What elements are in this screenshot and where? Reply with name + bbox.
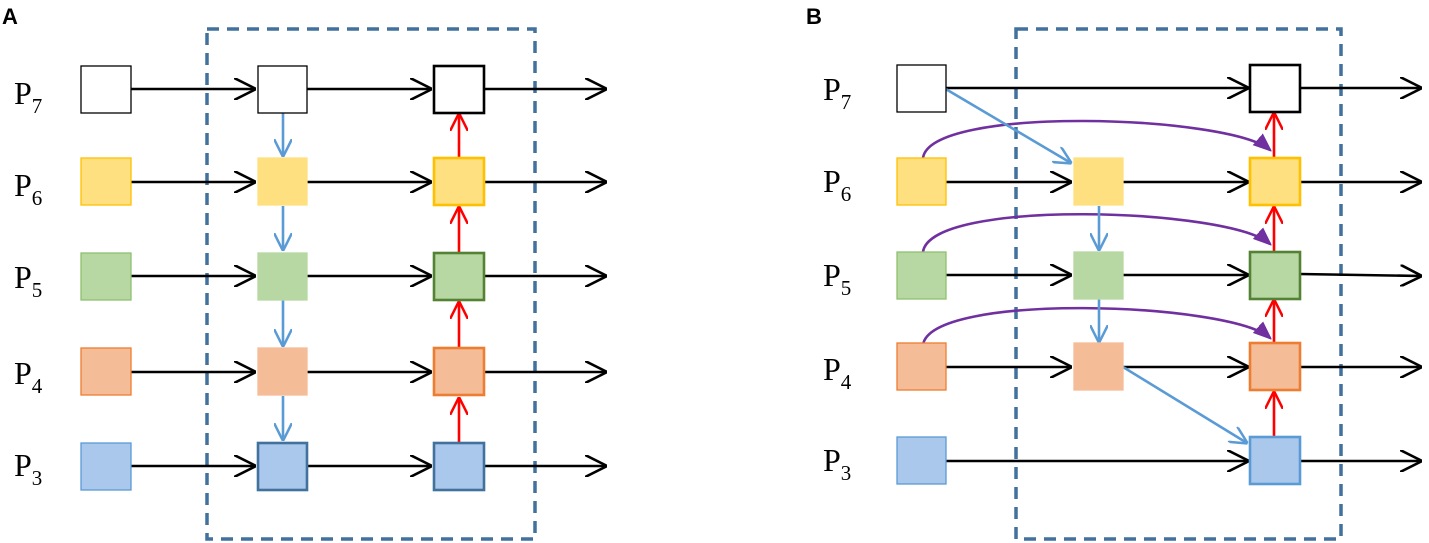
- panel-b-edge-p5-output: [1299, 274, 1421, 276]
- panel-a-node-p5-input: [80, 252, 132, 301]
- panel-b-skip-p6: [921, 119, 1270, 159]
- panel-b-node-p5-topdown: [1073, 251, 1124, 300]
- panel-b-node-p6-input: [896, 157, 947, 206]
- panel-a-lateral-edges: [131, 89, 606, 466]
- panel-b-node-p5-input: [896, 251, 947, 300]
- panel-a-row-label-p7: P7: [14, 75, 42, 118]
- panel-a-node-p5-topdown: [257, 252, 308, 301]
- panel-a-node-p3-bottomup: [432, 441, 486, 492]
- panel-a-node-p5-bottomup: [432, 251, 486, 302]
- panel-b-label: B: [806, 4, 822, 29]
- panel-a-dashed-frame: [205, 27, 537, 541]
- panel-a: A P7 P6 P5 P4 P3: [2, 4, 606, 541]
- panel-b-skip-p5: [921, 212, 1270, 253]
- panel-b-node-p4-topdown: [1073, 342, 1124, 391]
- panel-b-node-p3-input: [896, 436, 947, 485]
- panel-a-node-p6-input: [80, 157, 132, 206]
- panel-b-node-p6-topdown: [1073, 157, 1124, 206]
- panel-a-node-p7-bottomup: [432, 64, 486, 115]
- panel-a-node-p4-topdown: [257, 347, 308, 396]
- panel-b-node-p7-bottomup: [1248, 63, 1302, 114]
- panel-a-node-p6-bottomup: [432, 156, 486, 207]
- panel-b-node-p4-input: [896, 342, 947, 391]
- panel-b-node-p3-bottomup: [1248, 435, 1302, 486]
- panel-b-row-label-p3: P3: [823, 442, 851, 485]
- panel-a-node-p7-topdown: [257, 65, 308, 114]
- panel-b-row-label-p5: P5: [823, 257, 851, 300]
- panel-a-node-p3-input: [80, 442, 132, 491]
- panel-b-lateral-edges: [946, 88, 1421, 461]
- panel-b-row-label-p4: P4: [823, 351, 852, 394]
- panel-a-node-p4-input: [80, 347, 132, 396]
- panel-b-row-label-p6: P6: [823, 163, 851, 206]
- panel-b-top-down-edges: [943, 86, 1247, 443]
- panel-a-node-p7-input: [80, 65, 132, 114]
- panel-b-dashed-frame: [1014, 27, 1343, 541]
- panel-a-row-label-p5: P5: [14, 259, 42, 302]
- panel-b-down-p4-p3: [1122, 365, 1247, 443]
- panel-b-skip-p4: [921, 306, 1270, 346]
- panel-a-row-label-p4: P4: [14, 355, 43, 398]
- panel-a-node-p4-bottomup: [432, 346, 486, 397]
- panel-a-row-label-p6: P6: [14, 167, 42, 210]
- panel-b-row-label-p7: P7: [823, 71, 851, 114]
- panel-b: B P7 P6 P5 P4 P3: [806, 4, 1421, 541]
- panel-a-label: A: [2, 4, 18, 29]
- panel-b-node-p7-input: [896, 64, 947, 113]
- panel-b-down-p7-p6: [943, 86, 1071, 163]
- panel-a-node-p3-topdown: [256, 441, 309, 492]
- panel-b-node-p4-bottomup: [1248, 341, 1302, 392]
- panel-b-node-p5-bottomup: [1248, 250, 1302, 301]
- panel-a-row-label-p3: P3: [14, 447, 42, 490]
- panel-b-skip-connections: [921, 119, 1270, 346]
- panel-a-node-p6-topdown: [257, 157, 308, 206]
- panel-b-node-p6-bottomup: [1248, 156, 1302, 207]
